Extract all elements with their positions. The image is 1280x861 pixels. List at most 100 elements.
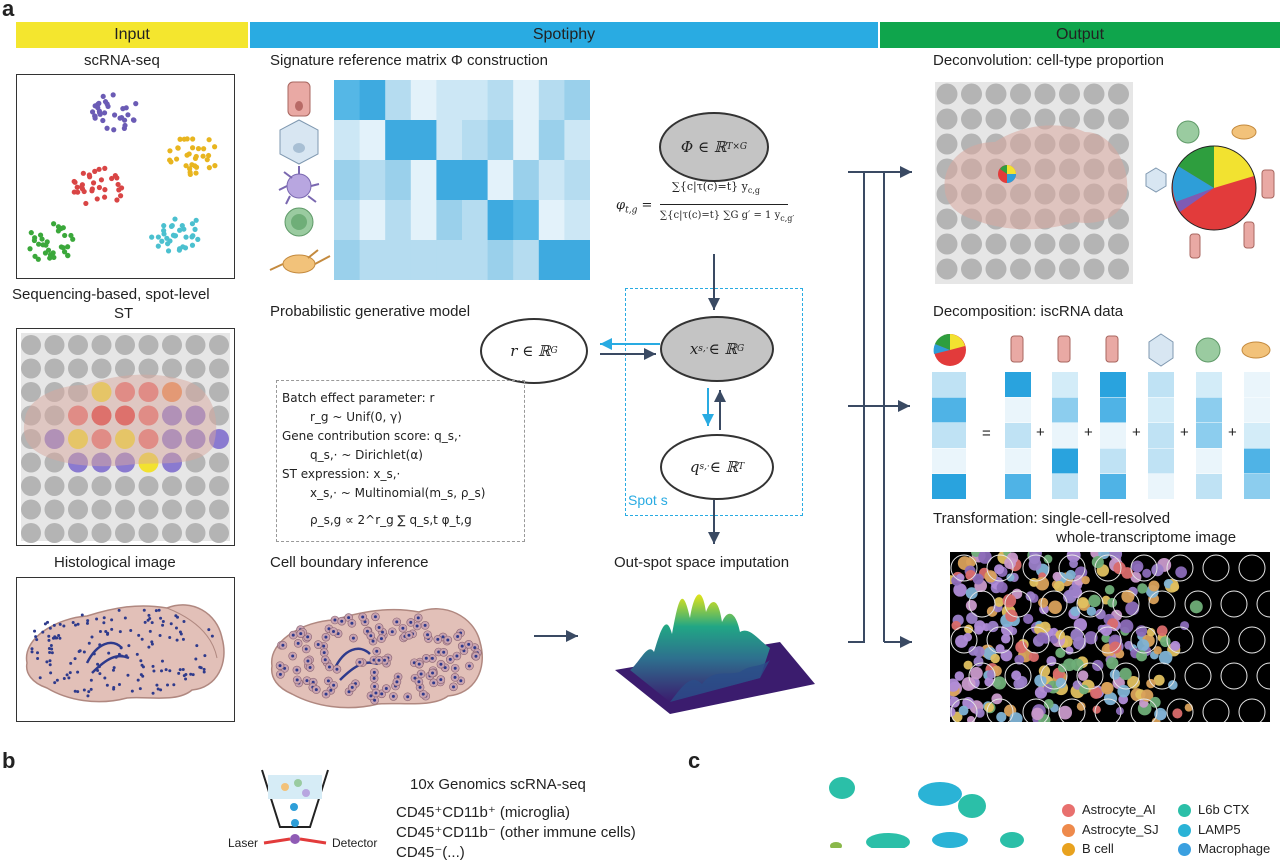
legend-dot-5: [1178, 843, 1191, 856]
decomp-mini-pie: [933, 333, 966, 366]
q-node-sub: s,·: [699, 462, 710, 472]
output-bar: Output: [880, 22, 1280, 48]
model-line-6: x_s,· ~ Multinomial(m_s, ρ_s): [310, 486, 486, 500]
phi-node-sup: T×G: [726, 142, 748, 152]
imputation-surface-plot: [615, 594, 815, 714]
model-line-2: r_g ~ Unif(0, γ): [310, 410, 402, 424]
phi-lhs-sub: t,g: [625, 205, 638, 216]
x-node-sub: s,·: [698, 344, 709, 354]
astrocyte-cell-icon: [279, 119, 319, 165]
panel-b-label: b: [2, 748, 16, 773]
proportion-pie-chart: [1171, 145, 1257, 231]
deconv-spot-grid: [935, 82, 1133, 284]
legend-dot-3: [1178, 804, 1191, 817]
x-node-rest: ∈ ℝ: [708, 340, 737, 358]
legend-dot-4: [1178, 824, 1191, 837]
panel-c-label: c: [688, 748, 701, 773]
facs-funnel: [261, 769, 329, 845]
decomp-plus-5: +: [1228, 424, 1237, 441]
legend-label-0: Astrocyte_AI: [1082, 802, 1156, 817]
q-node-label: q: [689, 458, 700, 476]
gen-model-title: Probabilistic generative model: [270, 303, 471, 320]
st-title-line1: Sequencing-based, spot-level: [12, 286, 210, 303]
model-definition-lines: Batch effect parameter: r r_g ~ Unif(0, …: [282, 389, 485, 530]
spotiphy-bar-label: Spotiphy: [532, 26, 596, 43]
single-cell-image: [950, 552, 1270, 722]
spot-label: Spot s: [628, 492, 668, 508]
epithelial-cell-icon: [287, 81, 311, 117]
output-bar-label: Output: [1055, 26, 1105, 43]
decomp-plus-4: +: [1180, 424, 1189, 441]
sort-population-1: CD45⁺CD11b⁺ (microglia): [396, 804, 570, 821]
phi-lhs: φ: [616, 198, 626, 213]
histo-box: [16, 577, 235, 722]
model-line-4: q_s,· ~ Dirichlet(α): [310, 448, 423, 462]
legend-label-2: B cell: [1082, 841, 1114, 856]
legend-dot-1: [1062, 824, 1075, 837]
decomp-vectors: [932, 372, 1270, 499]
deconv-pie-area: [1145, 120, 1275, 259]
model-definition-box: [276, 380, 525, 542]
input-bar: Input: [16, 22, 248, 48]
input-bar-label: Input: [114, 26, 150, 43]
cell-type-icons: [269, 81, 331, 274]
detector-label: Detector: [332, 836, 378, 850]
phi-formula: φt,g = ∑{c|τ(c)=t} yc,g ∑{c|τ(c)=t} ∑G g…: [616, 180, 795, 223]
scrna-clusters: [27, 92, 218, 262]
umap-plot: [829, 777, 1024, 848]
phi-denominator: ∑{c|τ(c)=t} ∑G g′ = 1 y: [660, 210, 781, 221]
legend-label-5: Macrophage: [1198, 841, 1271, 856]
phi-node-label: Φ ∈ ℝ: [680, 138, 727, 156]
scrna-platform-header: 10x Genomics scRNA-seq: [410, 776, 586, 793]
legend-label-1: Astrocyte_SJ: [1082, 822, 1159, 837]
r-node-sup: G: [550, 346, 558, 356]
microglia-cell-icon: [278, 166, 320, 205]
signature-heatmap: [334, 80, 590, 280]
transform-title-line2: whole-transcriptome image: [1056, 529, 1237, 546]
st-spot-grid: [21, 333, 230, 543]
phi-numerator-sub: c,g: [747, 186, 761, 196]
sort-population-3: CD45⁻(...): [396, 844, 465, 861]
sort-population-2: CD45⁺CD11b⁻ (other immune cells): [396, 824, 636, 841]
sig-matrix-title: Signature reference matrix Φ constructio…: [270, 52, 548, 69]
immune-cell-icon: [284, 207, 314, 237]
q-node-rest: ∈ ℝ: [709, 458, 739, 476]
model-line-1: Batch effect parameter: r: [282, 391, 435, 405]
r-node-label: r ∈ ℝ: [510, 342, 551, 360]
histo-title: Histological image: [54, 554, 176, 571]
st-title-line2: ST: [114, 305, 134, 322]
model-line-3: Gene contribution score: q_s,·: [282, 429, 462, 443]
transform-title-line1: Transformation: single-cell-resolved: [933, 510, 1171, 527]
decomp-plus-2: +: [1084, 424, 1093, 441]
laser-label: Laser: [228, 836, 259, 850]
histology-brain: [25, 604, 225, 703]
st-box: [16, 328, 235, 546]
scrna-title: scRNA-seq: [84, 52, 160, 69]
q-node-sup: T: [738, 462, 745, 472]
x-node-label: x: [689, 340, 699, 358]
model-line-7: ρ_s,g ∝ 2^r_g ∑ q_s,t φ_t,g: [310, 513, 472, 527]
deconv-title: Deconvolution: cell-type proportion: [933, 52, 1164, 69]
spotiphy-bar: Spotiphy: [250, 22, 878, 48]
legend-dot-0: [1062, 804, 1075, 817]
out-spot-title: Out-spot space imputation: [614, 554, 790, 571]
phi-denominator-sub: c,g′: [780, 214, 795, 223]
legend-label-3: L6b CTX: [1198, 802, 1250, 817]
decomp-title: Decomposition: iscRNA data: [933, 303, 1124, 320]
decomp-cell-icons: [933, 333, 1271, 367]
legend-dot-2: [1062, 843, 1075, 856]
spot-mini-pie: [998, 165, 1016, 183]
neuron-cell-icon: [269, 249, 331, 274]
model-line-5: ST expression: x_s,·: [282, 467, 401, 481]
x-node-sup: G: [736, 344, 745, 354]
decomp-plus-3: +: [1132, 424, 1141, 441]
decomp-plus-1: +: [1036, 424, 1045, 441]
cell-boundary-title: Cell boundary inference: [270, 554, 429, 571]
phi-numerator: ∑{c|τ(c)=t} y: [672, 180, 748, 193]
cell-boundary-brain: [270, 608, 483, 709]
decomp-equals: =: [982, 425, 991, 442]
